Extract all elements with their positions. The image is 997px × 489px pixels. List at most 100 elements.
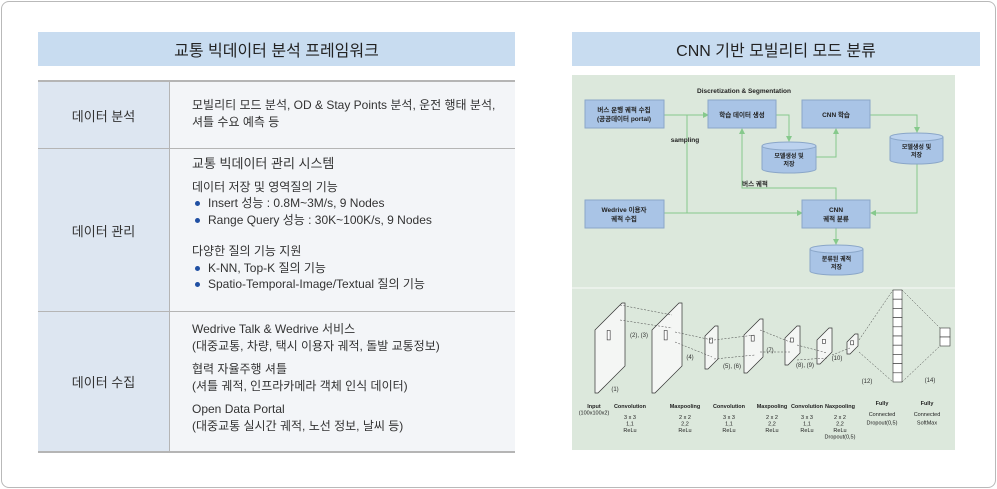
fc-neuron [892, 317, 903, 328]
feature-map [651, 302, 683, 394]
step-mark: (5), (6) [723, 364, 741, 370]
svg-text:Fully: Fully [876, 401, 890, 407]
seg-label: Discretization & Segmentation [697, 88, 791, 95]
step-mark: (7) [766, 348, 773, 354]
row-text: 셔틀 수요 예측 등 [192, 114, 280, 129]
svg-text:2,2: 2,2 [836, 422, 844, 428]
table-row: 데이터 분석 모빌리티 모드 분석, OD & Stay Points 분석, … [38, 82, 515, 148]
kernel-window [606, 330, 611, 341]
system-heading: 교통 빅데이터 관리 시스템 [192, 156, 335, 171]
box-label: 학습 데이터 생성 [719, 110, 764, 119]
cylinder-label: 분류된 궤적 [822, 255, 851, 263]
svg-text:ReLu: ReLu [722, 428, 735, 434]
box-label: Wedrive 이용자 [602, 205, 647, 214]
svg-text:1,1: 1,1 [725, 422, 733, 428]
svg-text:Maxpooling: Maxpooling [757, 404, 788, 410]
box-label: 궤적 분류 [823, 214, 849, 223]
connection-line [901, 289, 941, 329]
step-mark: (10) [832, 356, 843, 362]
list-item: Spatio-Temporal-Image/Textual 질의 기능 [192, 276, 515, 293]
source-detail: (대중교통 실시간 궤적, 노선 정보, 날씨 등) [192, 418, 404, 433]
fc-neuron [892, 344, 903, 355]
fc-neuron [892, 335, 903, 346]
feature-map [743, 318, 764, 374]
connection-line [796, 357, 828, 361]
row-label: 데이터 관리 [38, 149, 170, 311]
svg-text:1,1: 1,1 [626, 422, 634, 428]
svg-text:3 x 3: 3 x 3 [801, 415, 813, 421]
cylinder-label: 저장 [831, 263, 843, 271]
cnn-train-box [801, 99, 871, 129]
source-title: Wedrive Talk & Wedrive 서비스 [192, 322, 356, 336]
connection-line [619, 304, 673, 316]
step-mark: (2), (3) [630, 333, 648, 339]
box-label: CNN 학습 [822, 110, 850, 119]
group-title: 데이터 저장 및 영역질의 기능 [192, 179, 338, 194]
box-label: CNN [829, 207, 843, 214]
svg-text:(100x100x2): (100x100x2) [579, 411, 610, 417]
step-mark: (14) [925, 378, 936, 384]
cylinder-label: 모델생성 및 [902, 143, 932, 151]
svg-text:2,2: 2,2 [768, 422, 776, 428]
storage-cylinder: 모델생성 및저장 [761, 141, 817, 174]
bus-collect-box [584, 99, 665, 129]
framework-title: 교통 빅데이터 분석 프레임워크 [38, 32, 515, 66]
list-item: Insert 성능 : 0.8M~3M/s, 9 Nodes [192, 195, 515, 212]
svg-text:Convolution: Convolution [713, 404, 746, 410]
list-item: Range Query 성능 : 30K~100K/s, 9 Nodes [192, 212, 515, 229]
svg-text:Maxpooling: Maxpooling [670, 404, 701, 410]
table-row: 데이터 수집 Wedrive Talk & Wedrive 서비스(대중교통, … [38, 311, 515, 451]
fc-neuron [892, 298, 903, 309]
svg-text:2,2: 2,2 [681, 422, 689, 428]
table-row: 데이터 관리 교통 빅데이터 관리 시스템 데이터 저장 및 영역질의 기능 I… [38, 148, 515, 311]
connection-line [674, 341, 713, 358]
box-label: 궤적 수집 [611, 214, 637, 223]
svg-text:Connected: Connected [869, 412, 896, 418]
svg-text:2 x 2: 2 x 2 [766, 415, 778, 421]
sampling-label: sampling [671, 137, 700, 144]
framework-table: 데이터 분석 모빌리티 모드 분석, OD & Stay Points 분석, … [38, 80, 515, 453]
feature-map [594, 302, 626, 394]
cnn-classify-box [801, 199, 871, 229]
source-title: Open Data Portal [192, 402, 285, 416]
svg-text:Fully: Fully [921, 401, 935, 407]
connection-line [759, 329, 791, 343]
cnn-figure: Discretization & Segmentation 버스 운행 궤적 수… [572, 75, 955, 450]
svg-text:ReLu: ReLu [678, 428, 691, 434]
fc-neuron [892, 363, 903, 374]
fc-neuron [892, 326, 903, 337]
source-detail: (셔틀 궤적, 인프라카메라 객체 인식 데이터) [192, 378, 408, 393]
train-data-box [707, 99, 777, 129]
svg-text:2 x 2: 2 x 2 [834, 415, 846, 421]
connection-line [619, 319, 673, 329]
svg-text:Naxpooling: Naxpooling [825, 404, 855, 410]
svg-text:ReLu: ReLu [765, 428, 778, 434]
row-label: 데이터 수집 [38, 312, 170, 451]
fc-neuron [892, 372, 903, 383]
connection-line [901, 345, 941, 383]
source-title: 협력 자율주행 셔틀 [192, 362, 287, 376]
svg-text:ReLu: ReLu [800, 428, 813, 434]
fc-neuron [892, 354, 903, 364]
svg-text:Connected: Connected [914, 412, 941, 418]
feature-map [816, 327, 833, 365]
row-text: 모빌리티 모드 분석, OD & Stay Points 분석, 운전 행태 분… [192, 98, 496, 112]
connection-line [858, 351, 894, 383]
step-mark: (1) [611, 387, 618, 393]
box-label: (공공데이터 portal) [597, 114, 651, 123]
softmax-neuron [939, 327, 951, 338]
cylinder-label: 저장 [911, 151, 923, 159]
wedrive-box [584, 199, 665, 229]
svg-text:3 x 3: 3 x 3 [624, 415, 636, 421]
svg-text:Dropout(0,5): Dropout(0,5) [867, 421, 898, 427]
kernel-window [822, 339, 826, 344]
row-label: 데이터 분석 [38, 82, 170, 148]
connection-line [674, 331, 713, 341]
softmax-neuron [939, 336, 951, 347]
